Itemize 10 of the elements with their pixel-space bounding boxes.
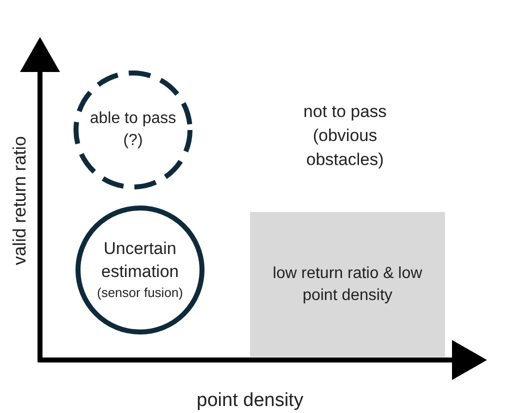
circle [75, 205, 205, 335]
node-note: (sensor fusion) [97, 284, 183, 302]
dashed-circle [73, 70, 193, 190]
axis-title: point density [196, 389, 304, 413]
axis-title: valid return ratio [8, 135, 30, 268]
region-label: not to pass (obvious obstacles) [302, 101, 388, 171]
node-label: able to pass (?) [89, 109, 177, 151]
node-label: Uncertain estimation [100, 238, 180, 284]
node-label: low return ratio & low point density [272, 264, 424, 306]
shaded-region [250, 212, 445, 357]
